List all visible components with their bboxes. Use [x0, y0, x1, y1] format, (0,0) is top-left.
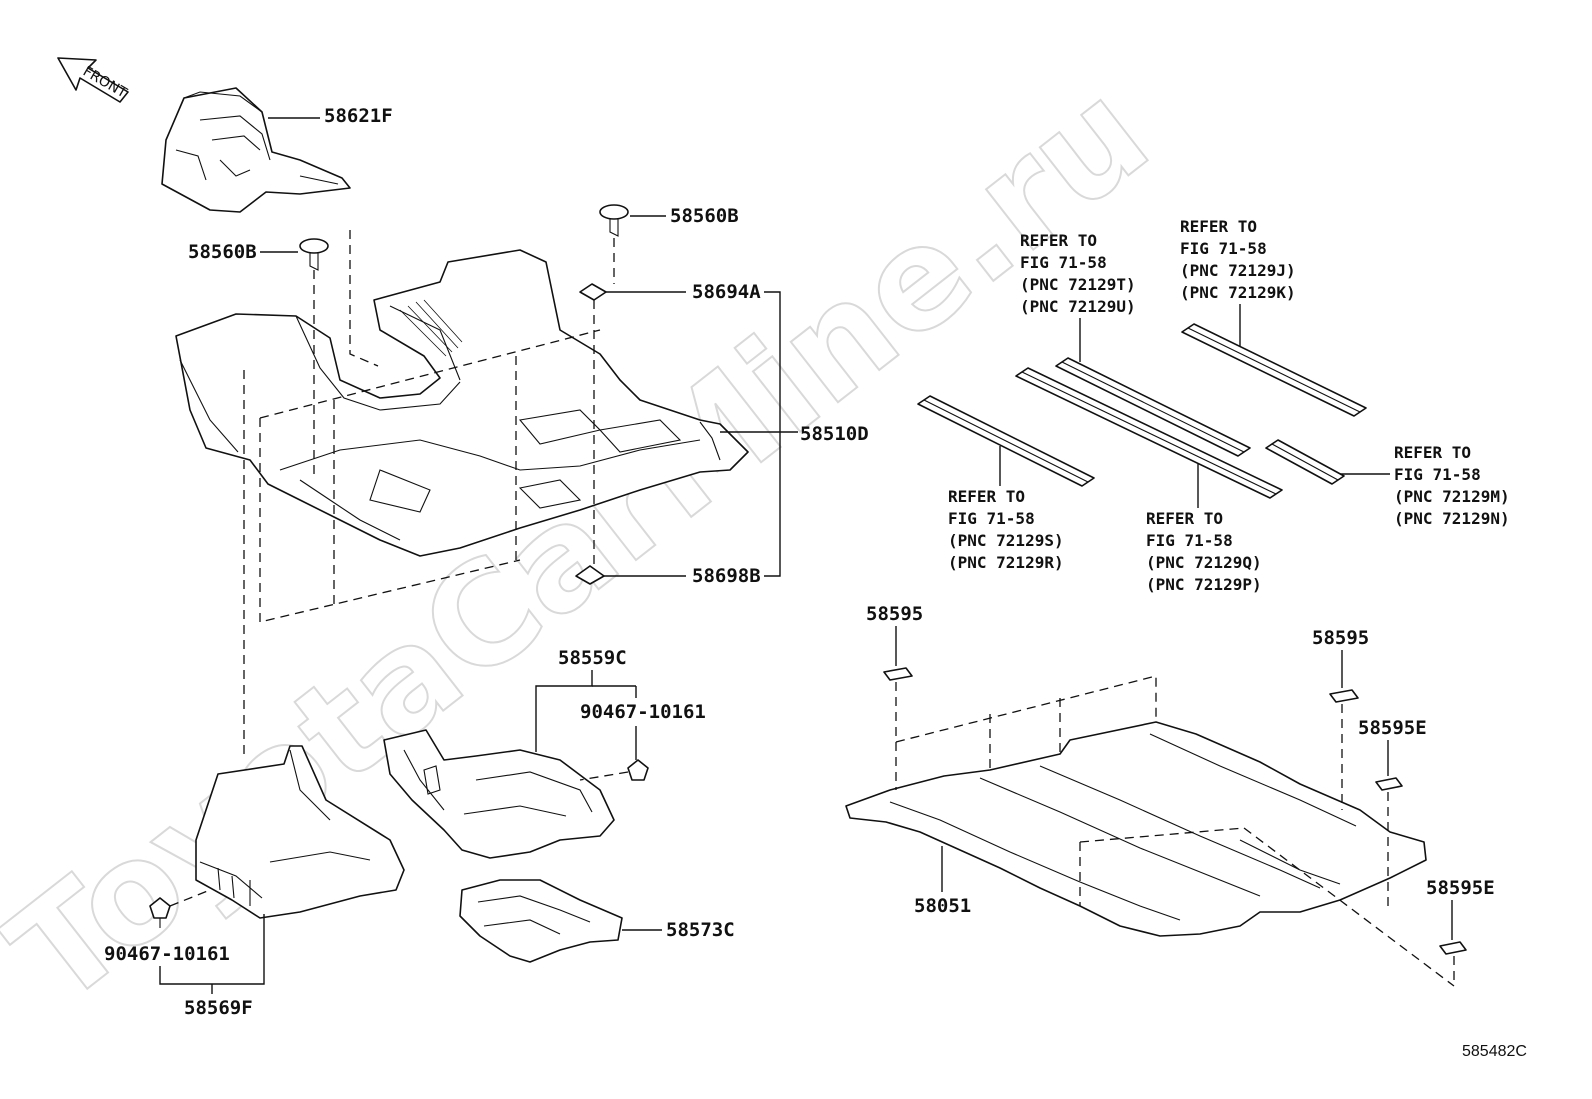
pad-58595e-bottom-icon — [1439, 941, 1467, 955]
part-label-58595e-top: 58595E — [1358, 717, 1427, 739]
clip-58560b-right-icon — [599, 204, 629, 237]
svg-text:REFER TO: REFER TO — [1180, 217, 1257, 236]
part-label-58560b-left: 58560B — [188, 241, 257, 263]
part-label-58560b-right: 58560B — [670, 205, 739, 227]
svg-text:FIG 71-58: FIG 71-58 — [948, 509, 1035, 528]
rail-72129q-p — [1015, 367, 1283, 499]
svg-text:(PNC 72129N): (PNC 72129N) — [1394, 509, 1510, 528]
rail-72129t-u — [1055, 357, 1251, 457]
part-label-90467-left: 90467-10161 — [104, 943, 230, 965]
part-label-58694a: 58694A — [692, 281, 761, 303]
svg-text:(PNC 72129S): (PNC 72129S) — [948, 531, 1064, 550]
rail-72129s-r — [917, 395, 1095, 487]
svg-text:(PNC 72129T): (PNC 72129T) — [1020, 275, 1136, 294]
svg-text:(PNC 72129K): (PNC 72129K) — [1180, 283, 1296, 302]
svg-text:(PNC 72129U): (PNC 72129U) — [1020, 297, 1136, 316]
part-label-58510d: 58510D — [800, 423, 869, 445]
part-58510d-shape — [175, 249, 749, 557]
part-58559c-shape — [383, 729, 615, 859]
svg-text:REFER TO: REFER TO — [1020, 231, 1097, 250]
rail-72129m-n — [1265, 439, 1345, 485]
grommet-58694a-icon — [579, 283, 607, 301]
reference-mn: REFER TO FIG 71-58 (PNC 72129M) (PNC 721… — [1394, 443, 1510, 528]
part-58051-shape — [845, 721, 1427, 937]
part-label-58569f: 58569F — [184, 997, 253, 1019]
svg-text:(PNC 72129M): (PNC 72129M) — [1394, 487, 1510, 506]
part-label-58698b: 58698B — [692, 565, 761, 587]
part-label-58051: 58051 — [914, 895, 971, 917]
svg-text:FIG 71-58: FIG 71-58 — [1394, 465, 1481, 484]
part-label-58595-left: 58595 — [866, 603, 923, 625]
svg-text:(PNC 72129Q): (PNC 72129Q) — [1146, 553, 1262, 572]
figure-number: 585482C — [1462, 1043, 1527, 1060]
pad-58595-left-icon — [883, 667, 913, 681]
part-58569f-shape — [195, 745, 405, 919]
clip-58560b-left-icon — [299, 238, 329, 271]
reference-tu: REFER TO FIG 71-58 (PNC 72129T) (PNC 721… — [1020, 231, 1136, 316]
svg-text:(PNC 72129R): (PNC 72129R) — [948, 553, 1064, 572]
part-58621f-shape — [161, 87, 351, 213]
part-label-58595-right: 58595 — [1312, 627, 1369, 649]
reference-qp: REFER TO FIG 71-58 (PNC 72129Q) (PNC 721… — [1146, 509, 1262, 594]
part-label-58595e-bottom: 58595E — [1426, 877, 1495, 899]
part-58573c-shape — [459, 879, 623, 963]
svg-text:FIG 71-58: FIG 71-58 — [1180, 239, 1267, 258]
svg-text:REFER TO: REFER TO — [1146, 509, 1223, 528]
svg-text:(PNC 72129J): (PNC 72129J) — [1180, 261, 1296, 280]
rail-72129j-k — [1181, 323, 1367, 417]
part-label-90467-mid: 90467-10161 — [580, 701, 706, 723]
clip-90467-mid-icon — [627, 759, 649, 781]
svg-text:FIG 71-58: FIG 71-58 — [1146, 531, 1233, 550]
svg-text:REFER TO: REFER TO — [1394, 443, 1471, 462]
svg-text:(PNC 72129P): (PNC 72129P) — [1146, 575, 1262, 594]
part-label-58621f: 58621F — [324, 105, 393, 127]
part-label-58559c: 58559C — [558, 647, 627, 669]
pad-58595-right-icon — [1329, 689, 1359, 703]
svg-text:FIG 71-58: FIG 71-58 — [1020, 253, 1107, 272]
pad-58595e-top-icon — [1375, 777, 1403, 791]
clip-90467-left-icon — [149, 897, 171, 928]
part-label-58573c: 58573C — [666, 919, 735, 941]
reference-sr: REFER TO FIG 71-58 (PNC 72129S) (PNC 721… — [948, 487, 1064, 572]
svg-text:REFER TO: REFER TO — [948, 487, 1025, 506]
front-arrow-icon — [57, 57, 129, 103]
reference-jk: REFER TO FIG 71-58 (PNC 72129J) (PNC 721… — [1180, 217, 1296, 302]
